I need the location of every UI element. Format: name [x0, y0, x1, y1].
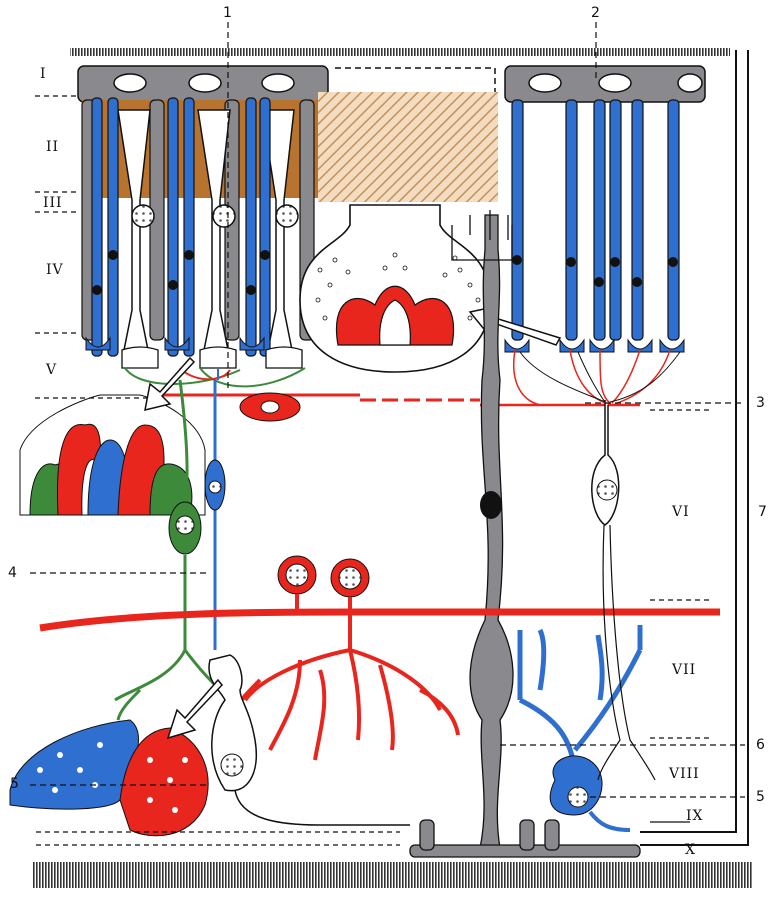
callout-3: 3 — [756, 395, 765, 411]
layer-label-V: V — [46, 362, 58, 378]
detached-epithelium-outline — [335, 67, 496, 110]
white-axon-right — [597, 524, 656, 781]
hatched-region — [318, 92, 498, 202]
layer-label-I: I — [40, 66, 47, 82]
callout-4: 4 — [8, 565, 17, 581]
left-cone-nuclei — [131, 204, 299, 228]
right-blue-nuclei — [512, 255, 678, 287]
blue-ganglion-body — [549, 755, 603, 816]
white-cell-bottom — [208, 654, 257, 792]
spherule-enlargement — [19, 394, 206, 516]
callout-2: 2 — [591, 5, 600, 21]
layer-label-IV: IV — [46, 262, 64, 278]
callout-1: 1 — [223, 5, 232, 21]
callout-5-right: 5 — [756, 789, 765, 805]
layer-label-III: III — [43, 195, 63, 211]
layer-boundaries — [35, 95, 730, 846]
inner-limiting-border-bottom — [32, 862, 752, 888]
layer-label-VII: VII — [672, 662, 697, 678]
green-bipolar — [114, 379, 222, 721]
callout-7: 7 — [758, 504, 767, 520]
amacrine-cells — [277, 555, 370, 598]
right-frame — [640, 50, 749, 846]
left-blue-cells — [91, 97, 271, 357]
layer-label-II: II — [46, 139, 60, 155]
layer-label-X: X — [685, 842, 696, 858]
bottom-left-enlargement — [9, 719, 209, 837]
layer-label-VI: VI — [672, 504, 690, 520]
red-plexus-line — [39, 608, 720, 632]
layer-label-VIII: VIII — [669, 766, 700, 782]
red-dendrites — [230, 594, 460, 761]
black-processes — [519, 351, 681, 403]
cone-pedicles — [121, 346, 303, 369]
callout-6: 6 — [756, 737, 765, 753]
arrow-left — [144, 356, 196, 412]
arrow-bottom — [166, 678, 223, 740]
white-cell-right — [591, 400, 620, 526]
pedicle-enlargement — [299, 204, 491, 373]
callout-5-left: 5 — [10, 776, 19, 792]
right-terminals — [504, 338, 685, 353]
layer-label-IX: IX — [686, 808, 704, 824]
right-blue-cells — [511, 99, 680, 341]
callout-leaders — [30, 22, 745, 823]
pigment-nuclei — [113, 73, 703, 93]
left-blue-nuclei — [92, 250, 270, 295]
left-terminals — [85, 336, 265, 351]
outer-limiting-border-top — [70, 48, 730, 56]
muller-nucleus — [480, 491, 502, 519]
muller-cell — [409, 210, 641, 858]
